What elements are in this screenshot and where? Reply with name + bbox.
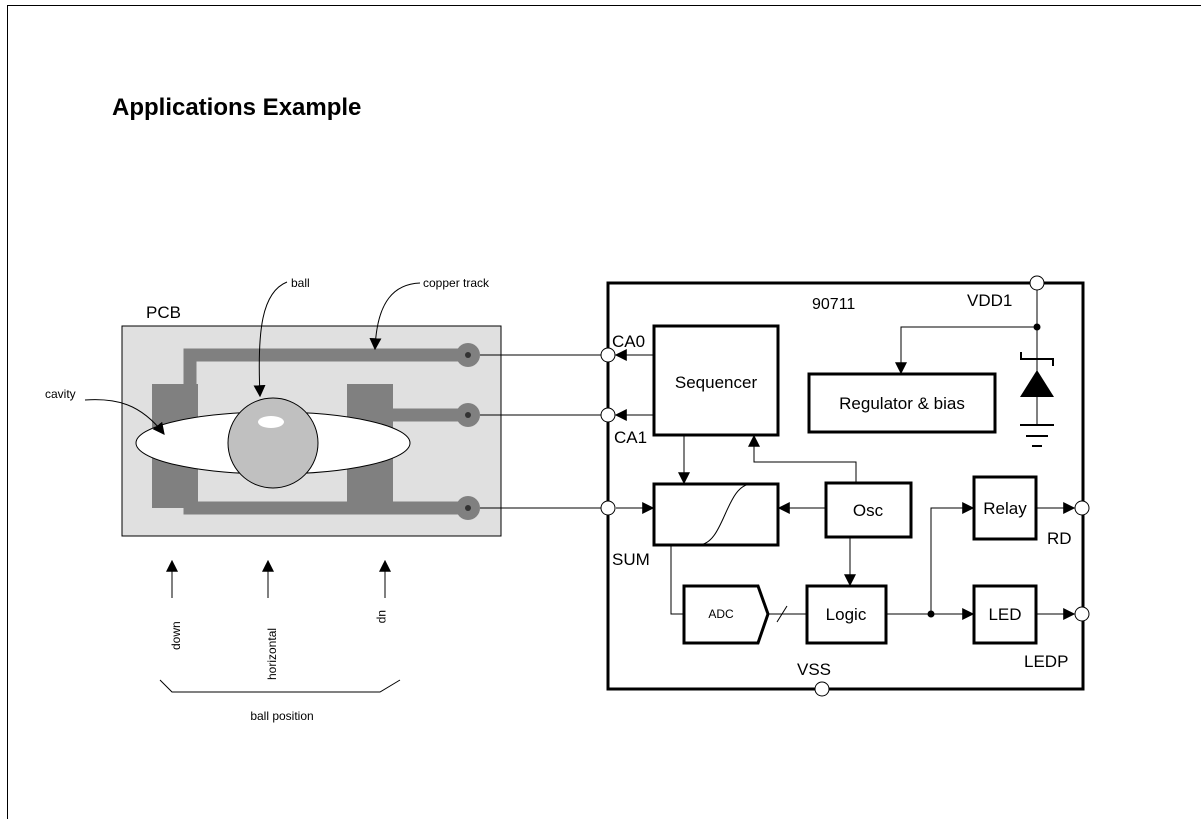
- via-ca0-hole: [465, 352, 471, 358]
- regulator-block: [807, 372, 997, 434]
- pin-vss-label: VSS: [797, 660, 831, 679]
- ball-position-label: ball position: [250, 709, 313, 723]
- copper-track-annotation: copper track: [423, 276, 490, 290]
- page-frame: [7, 5, 1201, 819]
- pin-vss: [814, 681, 830, 697]
- up-label: up: [376, 610, 390, 624]
- ball-pointer: [253, 281, 288, 398]
- pin-rd-label: RD: [1047, 529, 1072, 548]
- zener-bar: [1020, 352, 1054, 366]
- relay-label: Relay: [983, 499, 1027, 518]
- via-ca1-hole: [465, 412, 471, 418]
- ball-positions: down horizontal up ball position: [159, 559, 401, 723]
- regulator-label: Regulator & bias: [839, 394, 965, 413]
- ball: [227, 397, 319, 489]
- led-label: LED: [988, 605, 1021, 624]
- osc-to-sequencer: [748, 434, 857, 483]
- vdd1-to-regulator: [895, 326, 1037, 375]
- adc-block: [682, 584, 770, 645]
- pin-sum-label: SUM: [612, 550, 650, 569]
- pin-rd: [1074, 500, 1090, 516]
- logic-label: Logic: [826, 605, 867, 624]
- pin-sum: [600, 500, 616, 516]
- chip-90711: 90711 Sequencer Regulator & bias Osc Rel…: [480, 275, 1090, 697]
- pin-ca0-label: CA0: [612, 332, 645, 351]
- part-number: 90711: [812, 296, 855, 313]
- sum-block: [652, 482, 780, 547]
- sequencer-block: [652, 324, 780, 437]
- copper-track-ca0: [183, 348, 468, 388]
- sum-curve-icon: [697, 483, 753, 546]
- pin-ca0: [600, 347, 616, 363]
- pin-ca1: [600, 407, 616, 423]
- via-sum-hole: [465, 505, 471, 511]
- logic-to-relay: [930, 502, 975, 614]
- osc-label: Osc: [853, 501, 884, 520]
- adc-label: ADC: [708, 607, 734, 621]
- down-label: down: [169, 621, 183, 650]
- horizontal-label: horizontal: [265, 628, 279, 680]
- cavity-annotation: cavity: [45, 387, 76, 401]
- pin-ledp: [1074, 606, 1090, 622]
- ball-annotation: ball: [291, 276, 310, 290]
- pin-vdd1: [1029, 275, 1045, 291]
- ball-position-brace: [159, 679, 401, 693]
- sequencer-label: Sequencer: [675, 373, 758, 392]
- pcb-label: PCB: [146, 303, 181, 322]
- copper-track-pointer: [369, 282, 421, 351]
- pin-ca1-label: CA1: [614, 428, 647, 447]
- page-title: Applications Example: [112, 94, 362, 121]
- pcb: PCB ball copper track cavity: [45, 276, 502, 537]
- pin-ledp-label: LEDP: [1024, 652, 1068, 671]
- chip-outline: [606, 281, 1085, 691]
- osc-block: [824, 481, 913, 539]
- sum-to-adc: [670, 545, 684, 615]
- zener-diode-icon: [1020, 370, 1054, 397]
- ball-highlight: [258, 416, 284, 428]
- pin-vdd1-label: VDD1: [967, 291, 1012, 310]
- bus-slash: [776, 605, 788, 623]
- cavity-pointer: [84, 399, 165, 435]
